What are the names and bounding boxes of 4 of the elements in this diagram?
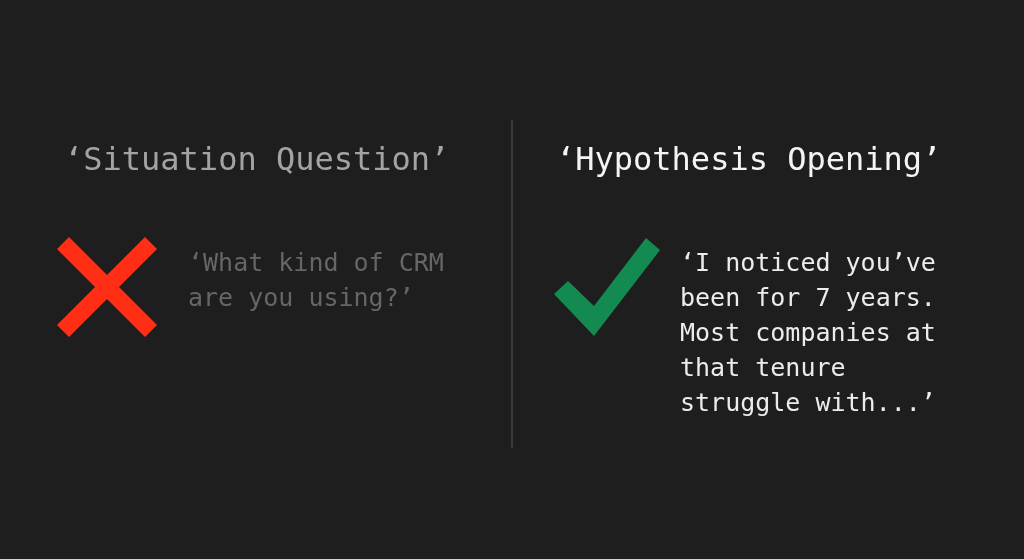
column-heading: ‘Situation Question’ (64, 139, 451, 180)
column-heading: ‘Hypothesis Opening’ (556, 139, 943, 180)
example-quote: ‘What kind of CRM are you using?’ (188, 247, 445, 314)
example-quote: ‘I noticed you’ve been for 7 years. Most companies at that tenure struggle with...’ (680, 247, 937, 419)
